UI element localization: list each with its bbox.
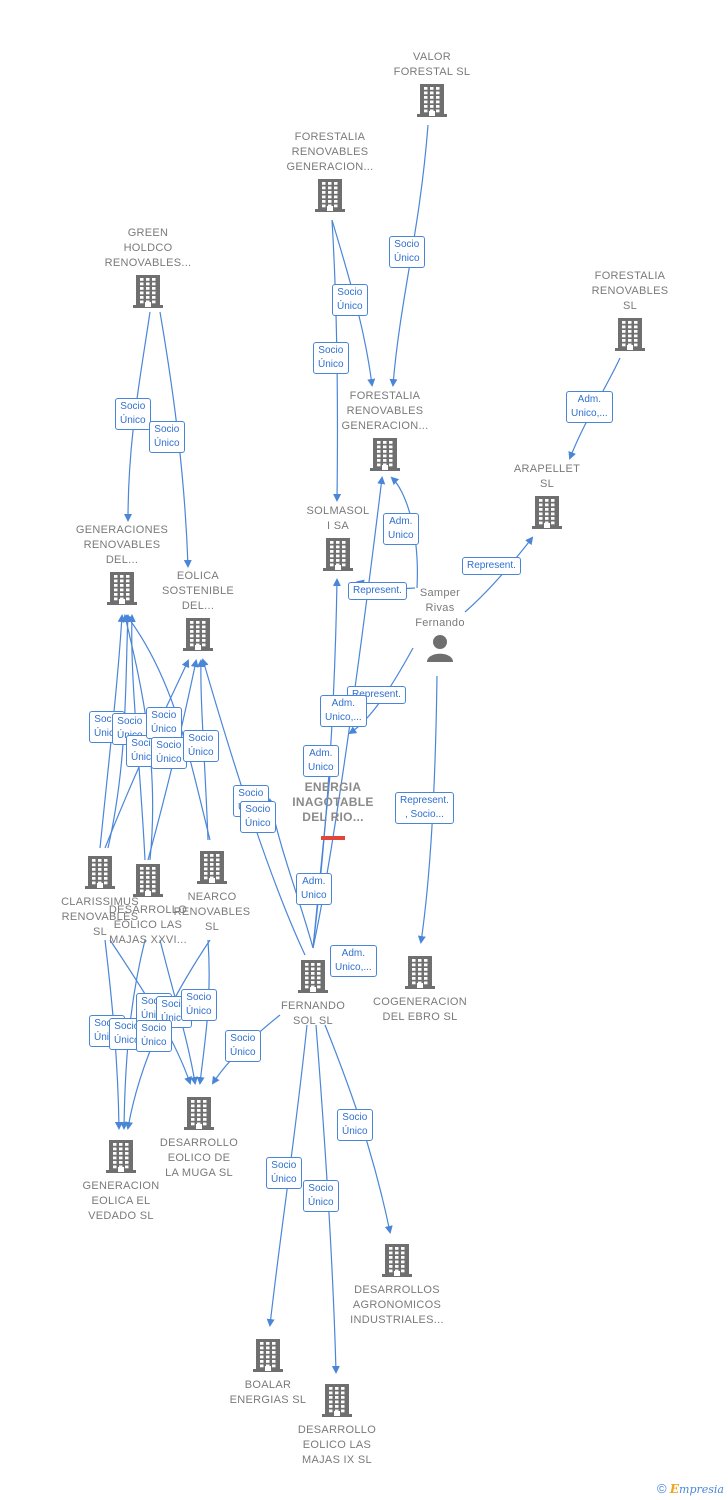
edge-label-socio-unico[interactable]: Socio Único [240,801,276,833]
edge-7 [464,536,534,613]
node-label: CLARISSIMUS RENOVABLES SL [61,896,139,938]
node-label: ARAPELLET SL [513,463,581,490]
building-icon [61,1138,181,1179]
building-icon [253,958,373,999]
node-desarrollos-agronomicos[interactable]: DESARROLLOS AGRONOMICOS INDUSTRIALES... [337,1240,457,1328]
node-label: NEARCO RENOVABLES SL [173,891,251,933]
edge-label-socio-unico[interactable]: Socio Único [183,730,219,762]
building-icon [277,1382,397,1423]
node-label: DESARROLLOS AGRONOMICOS INDUSTRIALES... [350,1284,444,1326]
node-desarrollo-majas-xxvi[interactable]: DESARROLLO EOLICO LAS MAJAS XXVI... [88,860,208,948]
building-icon [487,494,607,535]
node-label: ENERGIA INAGOTABLE DEL RIO... [292,780,374,824]
brand-footer: © Empresia [657,1481,724,1496]
node-label: FERNANDO SOL SL [280,1000,346,1027]
edge-12 [312,476,386,949]
node-label: DESARROLLO EOLICO DE LA MUGA SL [159,1137,239,1179]
edge-label-socio-unico[interactable]: Socio Único [266,1157,302,1189]
edge-label-adm-unico[interactable]: Adm. Unico [383,513,419,545]
node-desarrollo-muga[interactable]: DESARROLLO EOLICO DE LA MUGA SL [139,1093,259,1181]
edge-label-socio-unico[interactable]: Socio Único [332,284,368,316]
edge-label-adm-unico-etc[interactable]: Adm. Unico,... [330,945,377,977]
edge-label-socio-unico[interactable]: Socio Único [136,1020,172,1052]
building-icon [278,536,398,577]
node-label: COGENERACION DEL EBRO SL [372,996,468,1023]
building-icon [325,436,445,477]
edge-label-socio-unico[interactable]: Socio Único [181,989,217,1021]
node-label: FORESTALIA RENOVABLES GENERACION... [341,390,429,432]
edge-label-adm-unico-etc[interactable]: Adm. Unico,... [320,695,367,727]
building-icon [208,1337,328,1378]
node-generaciones-renovables[interactable]: GENERACIONES RENOVABLES DEL... [62,523,182,611]
node-energia-inagotable[interactable]: ENERGIA INAGOTABLE DEL RIO... [273,780,393,845]
copyright-icon: © [656,1481,667,1496]
node-label: DESARROLLO EOLICO LAS MAJAS IX SL [297,1424,377,1466]
brand-logo-text[interactable]: mpresia [679,1483,724,1496]
building-icon [88,862,208,903]
node-label: BOALAR ENERGIAS SL [229,1379,307,1406]
building-icon [152,849,272,890]
building-icon [40,854,160,895]
brand-logo-letter: E [669,1482,680,1496]
node-solmasol[interactable]: SOLMASOL I SA [278,504,398,577]
node-label: EOLICA SOSTENIBLE DEL... [161,570,235,612]
node-label: DESARROLLO EOLICO LAS MAJAS XXVI... [108,904,188,946]
edge-label-socio-unico[interactable]: Socio Único [225,1030,261,1062]
node-clarissimus[interactable]: CLARISSIMUS RENOVABLES SL [40,852,160,940]
node-forestalia-gen-top[interactable]: FORESTALIA RENOVABLES GENERACION... [270,130,390,218]
edge-label-socio-unico[interactable]: Socio Único [146,707,182,739]
edge-label-socio-unico[interactable]: Socio Único [313,342,349,374]
node-fernando-sol[interactable]: FERNANDO SOL SL [253,956,373,1029]
building-icon [270,177,390,218]
edge-label-represent-socio[interactable]: Represent. , Socio... [395,792,454,824]
person-icon [380,633,500,668]
node-valor-forestal[interactable]: VALOR FORESTAL SL [372,50,492,123]
edge-label-socio-unico[interactable]: Socio Único [337,1109,373,1141]
node-label: GENERACIONES RENOVABLES DEL... [75,524,169,566]
node-generacion-vedado[interactable]: GENERACION EOLICA EL VEDADO SL [61,1136,181,1224]
edge-label-socio-unico[interactable]: Socio Único [151,737,187,769]
edge-label-socio-unico[interactable]: Socio Único [303,1180,339,1212]
focus-marker-icon [273,827,393,845]
building-icon [570,316,690,357]
building-icon [138,616,258,657]
node-forestalia-sl[interactable]: FORESTALIA RENOVABLES SL [570,269,690,357]
node-forestalia-gen-mid[interactable]: FORESTALIA RENOVABLES GENERACION... [325,389,445,477]
edge-label-adm-unico[interactable]: Adm. Unico [296,873,332,905]
building-icon [88,273,208,314]
node-label: GREEN HOLDCO RENOVABLES... [104,227,192,269]
node-desarrollo-majas-ix[interactable]: DESARROLLO EOLICO LAS MAJAS IX SL [277,1380,397,1468]
edge-label-adm-unico[interactable]: Adm. Unico [303,745,339,777]
building-icon [337,1242,457,1283]
edge-label-socio-unico[interactable]: Socio Único [115,398,151,430]
edge-label-represent[interactable]: Represent. [348,582,407,600]
node-label: FORESTALIA RENOVABLES GENERACION... [286,131,374,173]
node-samper[interactable]: Samper Rivas Fernando [380,586,500,668]
edge-label-represent[interactable]: Represent. [462,557,521,575]
node-green-holdco[interactable]: GREEN HOLDCO RENOVABLES... [88,226,208,314]
node-label: VALOR FORESTAL SL [393,51,471,78]
building-icon [139,1095,259,1136]
node-nearco[interactable]: NEARCO RENOVABLES SL [152,847,272,935]
node-cogeneracion-ebro[interactable]: COGENERACION DEL EBRO SL [360,952,480,1025]
building-icon [360,954,480,995]
edge-label-socio-unico[interactable]: Socio Único [389,236,425,268]
node-label: FORESTALIA RENOVABLES SL [591,270,669,312]
node-label: GENERACION EOLICA EL VEDADO SL [82,1180,160,1222]
edge-label-adm-unico-etc[interactable]: Adm. Unico,... [566,391,613,423]
node-arapellet[interactable]: ARAPELLET SL [487,462,607,535]
node-eolica-sostenible[interactable]: EOLICA SOSTENIBLE DEL... [138,569,258,657]
building-icon [62,570,182,611]
node-label: SOLMASOL I SA [306,505,370,532]
building-icon [372,82,492,123]
node-label: Samper Rivas Fernando [415,587,465,629]
edge-label-socio-unico[interactable]: Socio Único [149,421,185,453]
node-boalar[interactable]: BOALAR ENERGIAS SL [208,1335,328,1408]
